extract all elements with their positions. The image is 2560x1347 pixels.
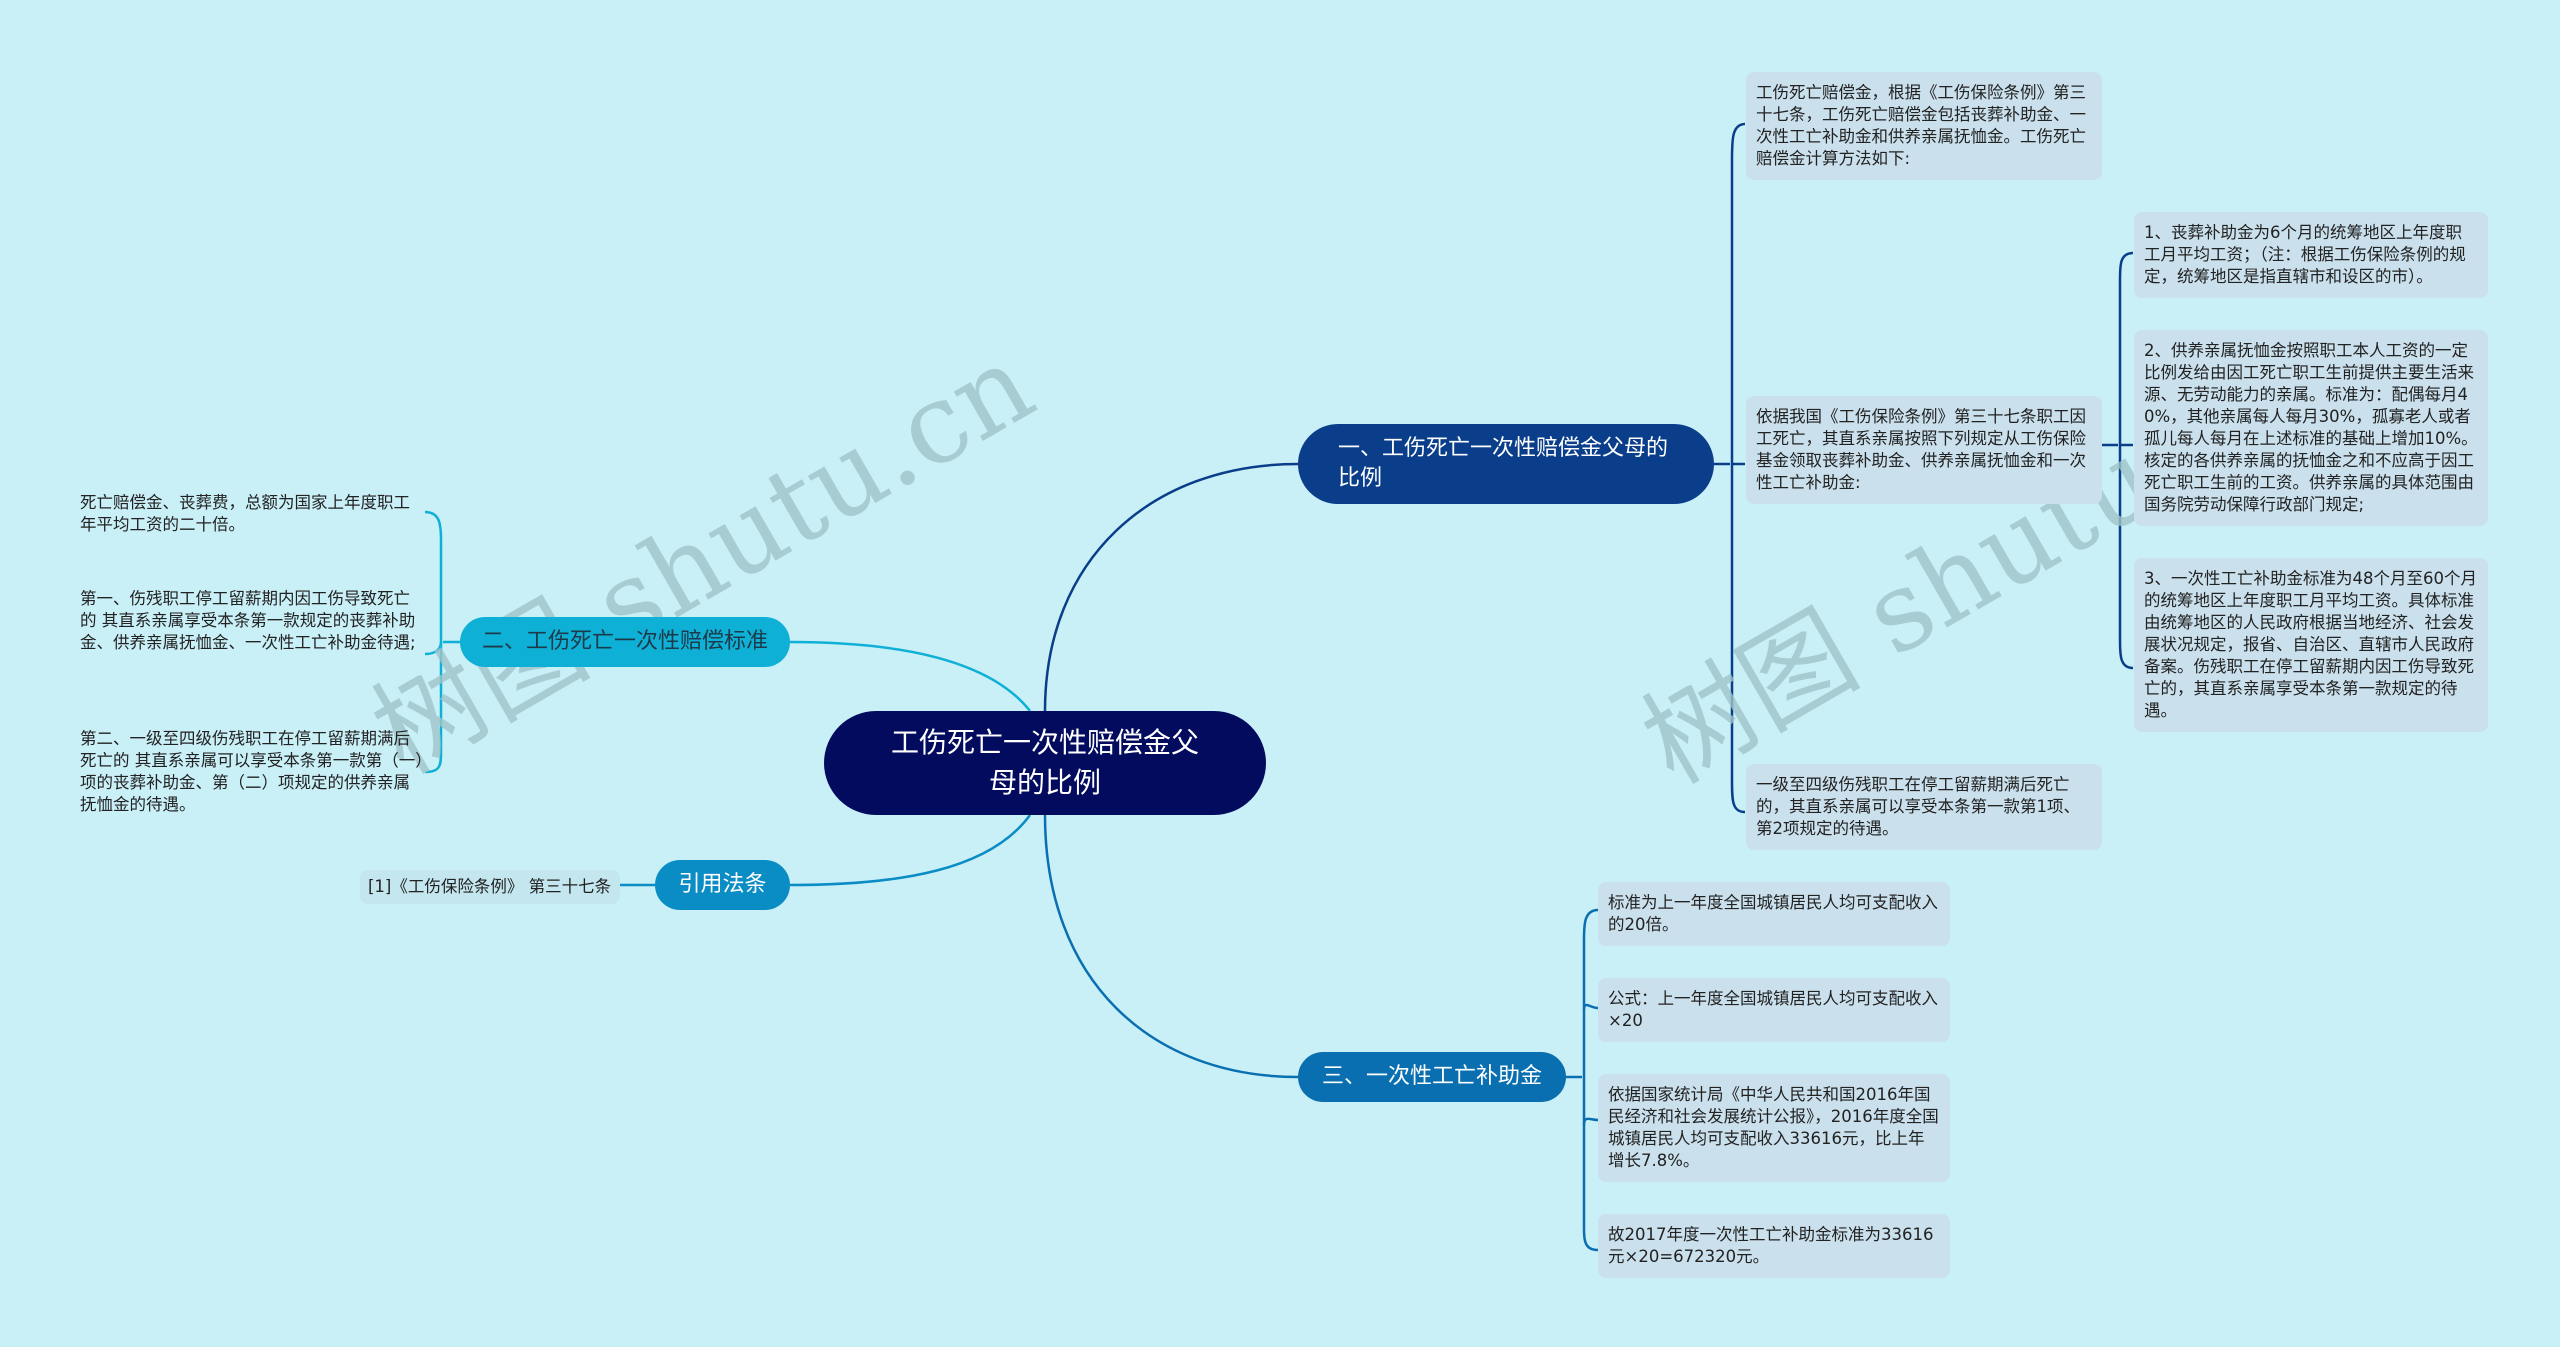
leaf-text: 故2017年度一次性工亡补助金标准为33616元×20=672320元。 <box>1608 1225 1934 1266</box>
branch-four-leaf-1[interactable]: 标准为上一年度全国城镇居民人均可支配收入的20倍。 <box>1598 882 1950 946</box>
sub-leaf-1[interactable]: 1、丧葬补助金为6个月的统筹地区上年度职工月平均工资；（注：根据工伤保险条例的规… <box>2134 212 2488 298</box>
leaf-text: 第一、伤残职工停工留薪期内因工伤导致死亡的 其直系亲属享受本条第一款规定的丧葬补… <box>80 589 416 652</box>
leaf-text: 标准为上一年度全国城镇居民人均可支配收入的20倍。 <box>1608 893 1938 934</box>
branch-one-leaf-3[interactable]: 一级至四级伤残职工在停工留薪期满后死亡的，其直系亲属可以享受本条第一款第1项、第… <box>1746 764 2102 850</box>
branch-two-leaf-3[interactable]: 第二、一级至四级伤残职工在停工留薪期满后死亡的 其直系亲属可以享受本条第一款第（… <box>80 728 425 816</box>
leaf-text: 死亡赔偿金、丧葬费，总额为国家上年度职工年平均工资的二十倍。 <box>80 493 410 534</box>
leaf-text: 第二、一级至四级伤残职工在停工留薪期满后死亡的 其直系亲属可以享受本条第一款第（… <box>80 729 424 814</box>
citation-branch-label: 引用法条 <box>678 872 767 897</box>
citation-leaf[interactable]: [1]《工伤保险条例》 第三十七条 <box>360 870 620 904</box>
sub-leaf-2[interactable]: 2、供养亲属抚恤金按照职工本人工资的一定比例发给由因工死亡职工生前提供主要生活来… <box>2134 330 2488 526</box>
branch-four-label: 三、一次性工亡补助金 <box>1321 1064 1542 1089</box>
leaf-text: 依据我国《工伤保险条例》第三十七条职工因工死亡，其直系亲属按照下列规定从工伤保险… <box>1756 407 2086 492</box>
branch-four-leaf-2[interactable]: 公式：上一年度全国城镇居民人均可支配收入×20 <box>1598 978 1950 1042</box>
leaf-text: 2、供养亲属抚恤金按照职工本人工资的一定比例发给由因工死亡职工生前提供主要生活来… <box>2144 341 2478 514</box>
citation-branch-node[interactable]: 引用法条 <box>655 860 790 910</box>
branch-four-leaf-4[interactable]: 故2017年度一次性工亡补助金标准为33616元×20=672320元。 <box>1598 1214 1950 1278</box>
branch-two-leaf-1[interactable]: 死亡赔偿金、丧葬费，总额为国家上年度职工年平均工资的二十倍。 <box>80 492 425 536</box>
leaf-text: 工伤死亡赔偿金，根据《工伤保险条例》第三十七条，工伤死亡赔偿金包括丧葬补助金、一… <box>1756 83 2086 168</box>
branch-one-leaf-1[interactable]: 工伤死亡赔偿金，根据《工伤保险条例》第三十七条，工伤死亡赔偿金包括丧葬补助金、一… <box>1746 72 2102 180</box>
leaf-text: 1、丧葬补助金为6个月的统筹地区上年度职工月平均工资；（注：根据工伤保险条例的规… <box>2144 223 2466 286</box>
branch-one-leaf-2[interactable]: 依据我国《工伤保险条例》第三十七条职工因工死亡，其直系亲属按照下列规定从工伤保险… <box>1746 396 2102 504</box>
branch-two-node[interactable]: 二、工伤死亡一次性赔偿标准 <box>460 617 790 667</box>
branch-two-leaf-2[interactable]: 第一、伤残职工停工留薪期内因工伤导致死亡的 其直系亲属享受本条第一款规定的丧葬补… <box>80 588 425 654</box>
root-label: 工伤死亡一次性赔偿金父母的比例 <box>890 726 1199 799</box>
sub-leaf-3[interactable]: 3、一次性工亡补助金标准为48个月至60个月的统筹地区上年度职工月平均工资。具体… <box>2134 558 2488 732</box>
branch-one-node[interactable]: 一、工伤死亡一次性赔偿金父母的比例 <box>1298 424 1714 504</box>
leaf-text: 一级至四级伤残职工在停工留薪期满后死亡的，其直系亲属可以享受本条第一款第1项、第… <box>1756 775 2080 838</box>
leaf-text: 3、一次性工亡补助金标准为48个月至60个月的统筹地区上年度职工月平均工资。具体… <box>2144 569 2477 720</box>
leaf-text: [1]《工伤保险条例》 第三十七条 <box>368 877 612 896</box>
leaf-text: 公式：上一年度全国城镇居民人均可支配收入×20 <box>1608 989 1938 1030</box>
branch-four-leaf-3[interactable]: 依据国家统计局《中华人民共和国2016年国民经济和社会发展统计公报》，2016年… <box>1598 1074 1950 1182</box>
branch-one-label: 一、工伤死亡一次性赔偿金父母的比例 <box>1338 436 1669 491</box>
root-node[interactable]: 工伤死亡一次性赔偿金父母的比例 <box>824 711 1266 815</box>
branch-two-label: 二、工伤死亡一次性赔偿标准 <box>481 629 768 654</box>
leaf-text: 依据国家统计局《中华人民共和国2016年国民经济和社会发展统计公报》，2016年… <box>1608 1085 1939 1170</box>
branch-four-node[interactable]: 三、一次性工亡补助金 <box>1298 1052 1566 1102</box>
